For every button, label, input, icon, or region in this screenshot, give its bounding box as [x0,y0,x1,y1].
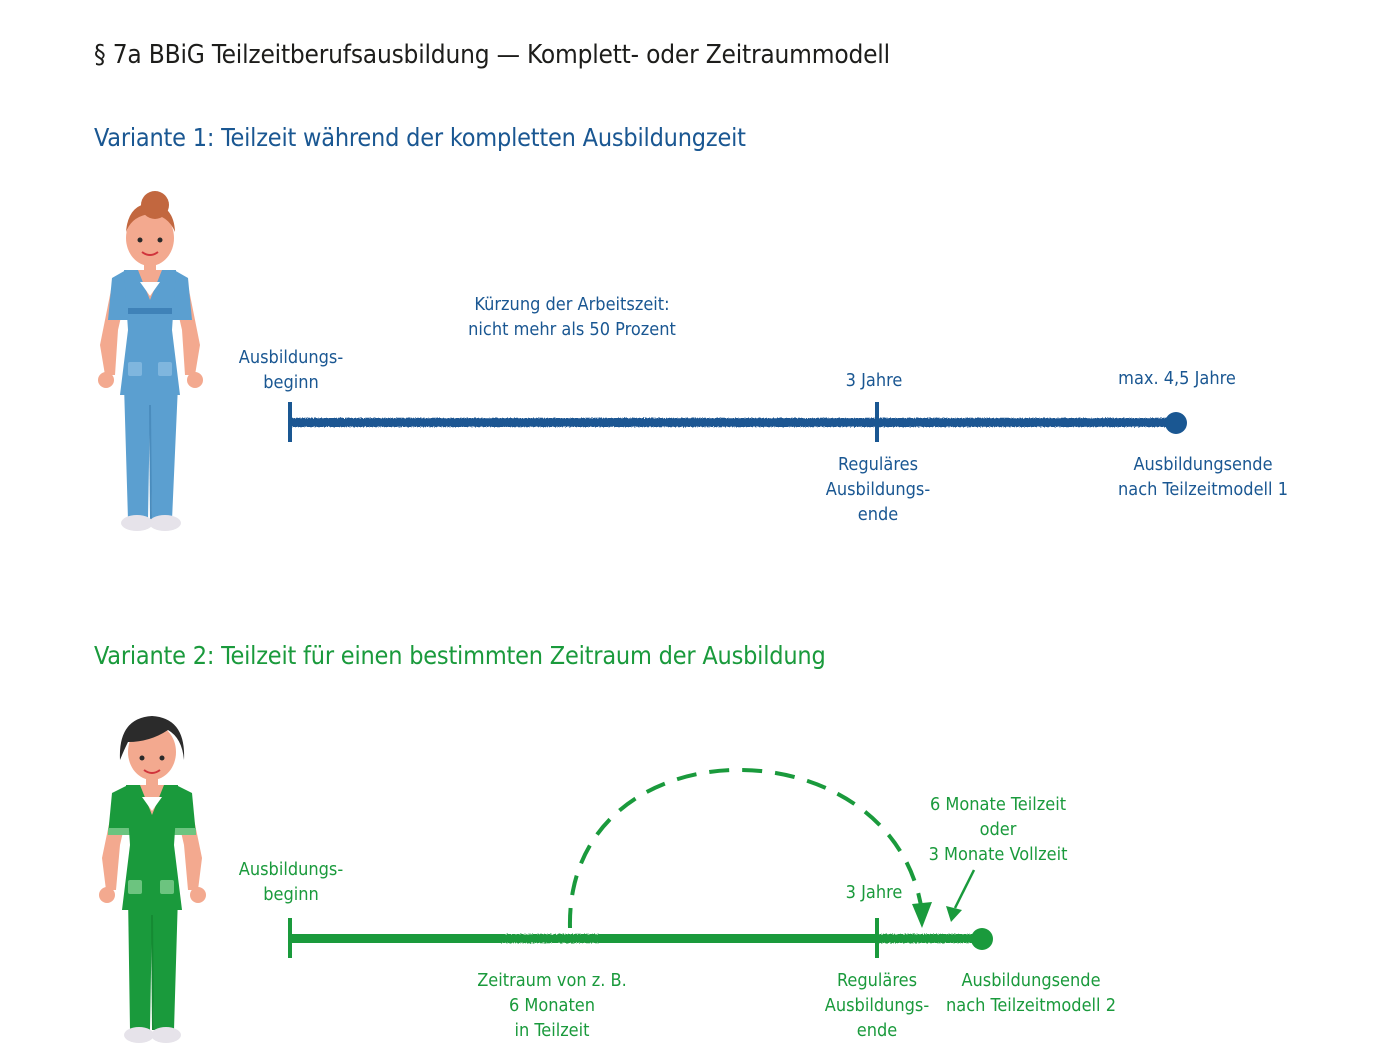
timeline-2-start-tick [288,918,292,958]
variant2-heading: Variante 2: Teilzeit für einen bestimmte… [94,641,826,670]
trainee-green-uniform-icon [99,716,206,1043]
page-title: § 7a BBiG Teilzeitberufsausbildung — Kom… [94,40,890,70]
variant2-start-label: Ausbildungs- beginn [238,859,344,905]
variant2-end-bottom-label: Ausbildungsende nach Teilzeitmodell 2 [946,970,1116,1016]
variant2-mid-bottom-label: Reguläres Ausbildungs- ende [824,970,930,1041]
extension-pointer-line [953,869,976,909]
variant1-note: Kürzung der Arbeitszeit: nicht mehr als … [468,294,676,340]
timeline-1 [288,402,1187,442]
shift-dashed-arc [567,768,924,929]
variant1-heading: Variante 1: Teilzeit während der komplet… [94,123,746,152]
timeline-1-start-tick [288,402,292,442]
timeline-2-bar-solid-b [598,934,877,943]
timeline-2-bar-extension [877,934,982,943]
variant1-mid-bottom-label: Reguläres Ausbildungs- ende [825,454,931,525]
variant1-end-top-label: max. 4,5 Jahre [1118,368,1236,389]
variant1-mid-top-label: 3 Jahre [845,370,903,391]
extension-pointer-arrowhead [946,906,962,922]
timeline-1-mid-tick [875,402,879,442]
timeline-2-mid-tick [875,918,879,958]
timeline-2-bar-solid-a [290,934,502,943]
variant2-extension-label: 6 Monate Teilzeit oder 3 Monate Vollzeit [928,794,1068,865]
timeline-2-bar-parttime [500,934,600,943]
variant2-mid-top-label: 3 Jahre [845,882,903,903]
variant2-period-label: Zeitraum von z. B. 6 Monaten in Teilzeit [477,970,627,1041]
trainee-blue-uniform-icon [98,191,203,531]
shift-arrowhead [912,902,932,928]
timeline-1-end-dot [1165,412,1187,434]
timeline-2-end-dot [971,928,993,950]
timeline-2 [288,768,993,958]
variant1-end-bottom-label: Ausbildungsende nach Teilzeitmodell 1 [1118,454,1288,500]
variant1-start-label: Ausbildungs- beginn [238,347,344,393]
timeline-1-bar [290,418,1176,427]
